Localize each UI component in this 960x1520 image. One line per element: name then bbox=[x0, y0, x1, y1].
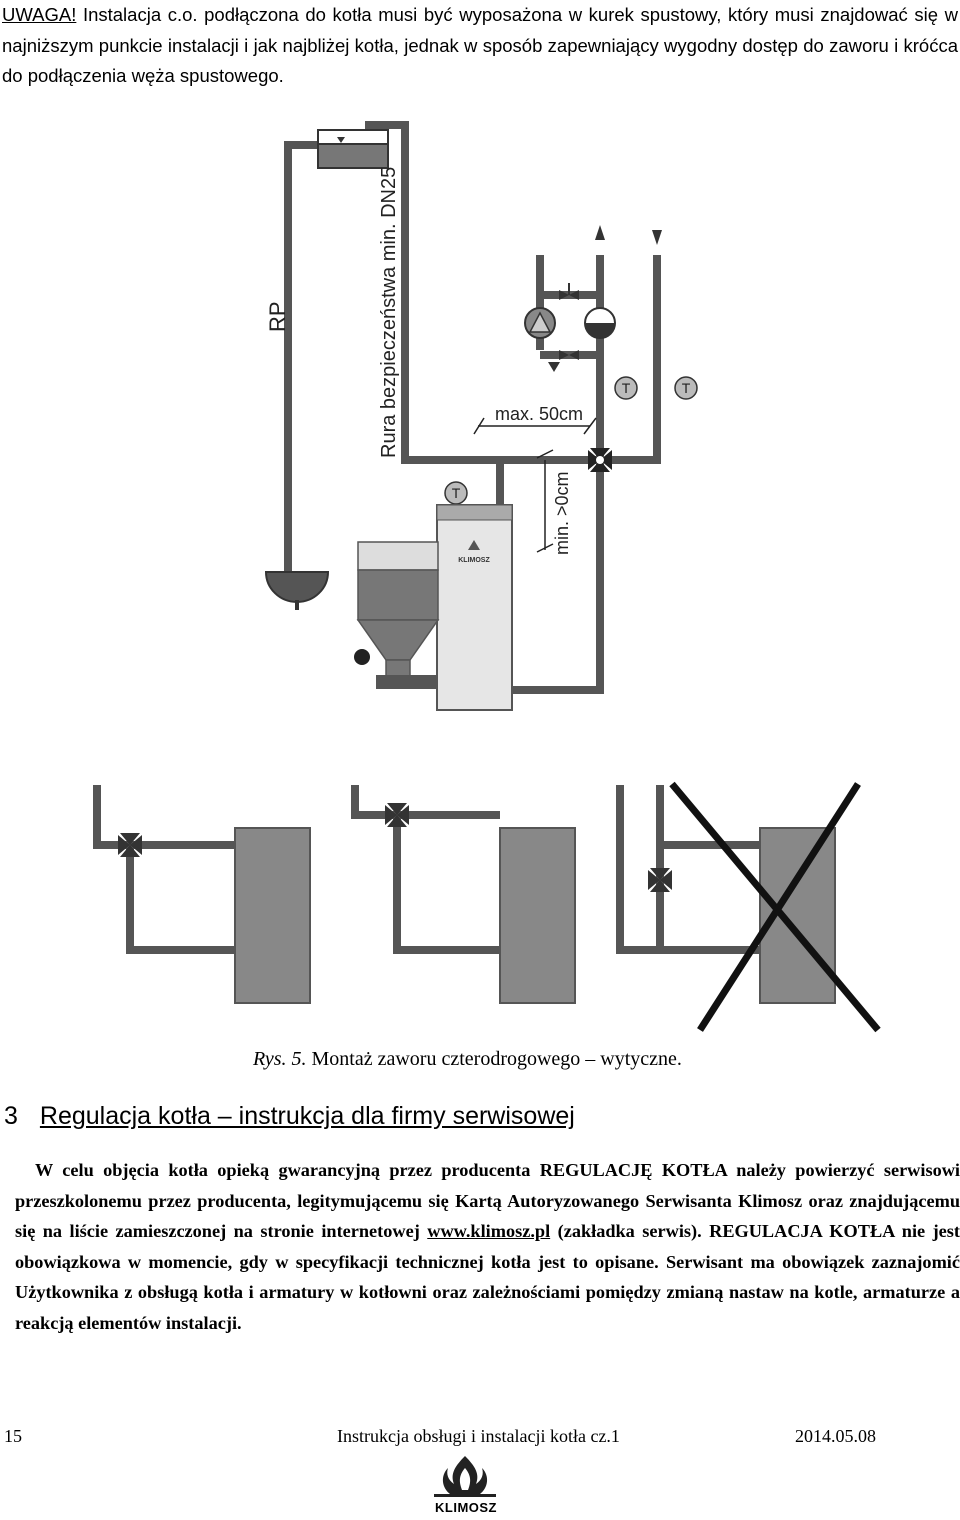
figure-caption: Rys. 5. Montaż zaworu czterodrogowego – … bbox=[253, 1048, 682, 1071]
incorrect-mark-icon bbox=[669, 781, 881, 1033]
valve-symbols bbox=[118, 803, 672, 892]
supply-pipe bbox=[612, 255, 661, 464]
four-way-valve-icon bbox=[588, 448, 612, 472]
installation-diagram: RP Rura bezpieczeństwa min. DN25 max. 50… bbox=[264, 121, 698, 711]
footer-date: 2014.05.08 bbox=[795, 1426, 876, 1446]
body-part1: W celu objęcia kotła opieką gwarancyjną … bbox=[15, 1160, 960, 1241]
thermometer-label: T bbox=[622, 380, 631, 396]
warning-text: Instalacja c.o. podłączona do kotła musi… bbox=[2, 4, 958, 86]
ball-valves bbox=[548, 283, 579, 372]
boiler-illustration: KLIMOSZ bbox=[354, 504, 513, 711]
body-part2: (zakładka serwis). REGULACJA KOTŁA nie j… bbox=[15, 1221, 960, 1333]
caption-prefix: Rys. 5. bbox=[253, 1048, 307, 1070]
label-min: min. >0cm bbox=[552, 471, 572, 555]
section-title: Regulacja kotła – instrukcja dla firmy s… bbox=[39, 1102, 575, 1130]
label-rp: RP bbox=[265, 301, 290, 332]
warning-label: UWAGA! bbox=[2, 4, 77, 25]
expansion-pipe-rp bbox=[284, 141, 318, 578]
section-number: 3 bbox=[4, 1102, 18, 1130]
pump-icon bbox=[524, 307, 556, 339]
dirt-separator-icon bbox=[584, 307, 616, 339]
body-paragraph: W celu objęcia kotła opieką gwarancyjną … bbox=[15, 1155, 960, 1338]
flow-arrows bbox=[595, 225, 662, 245]
footer-page-number: 15 bbox=[4, 1426, 22, 1446]
section-heading: 3 Regulacja kotła – instrukcja dla firmy … bbox=[4, 1102, 575, 1131]
expansion-tank bbox=[317, 129, 389, 169]
valve-positions-diagram bbox=[93, 781, 881, 1033]
label-max: max. 50cm bbox=[495, 404, 583, 424]
footer-logo-text: KLIMOSZ bbox=[435, 1500, 497, 1515]
label-safety-pipe: Rura bezpieczeństwa min. DN25 bbox=[378, 167, 400, 458]
thermometer-label: T bbox=[452, 485, 461, 501]
warning-paragraph: UWAGA! Instalacja c.o. podłączona do kot… bbox=[2, 0, 958, 92]
caption-text: Montaż zaworu czterodrogowego – wytyczne… bbox=[306, 1048, 682, 1070]
drain-vessel bbox=[264, 571, 330, 610]
thermometer-label: T bbox=[682, 380, 691, 396]
klimosz-link[interactable]: www.klimosz.pl bbox=[427, 1221, 551, 1241]
return-pipe bbox=[512, 255, 604, 694]
safety-pipe bbox=[365, 121, 504, 520]
boiler-side-views bbox=[234, 827, 836, 1004]
footer-title: Instrukcja obsługi i instalacji kotła cz… bbox=[337, 1426, 620, 1446]
boiler-brand: KLIMOSZ bbox=[458, 557, 490, 564]
klimosz-logo-icon bbox=[434, 1456, 496, 1497]
